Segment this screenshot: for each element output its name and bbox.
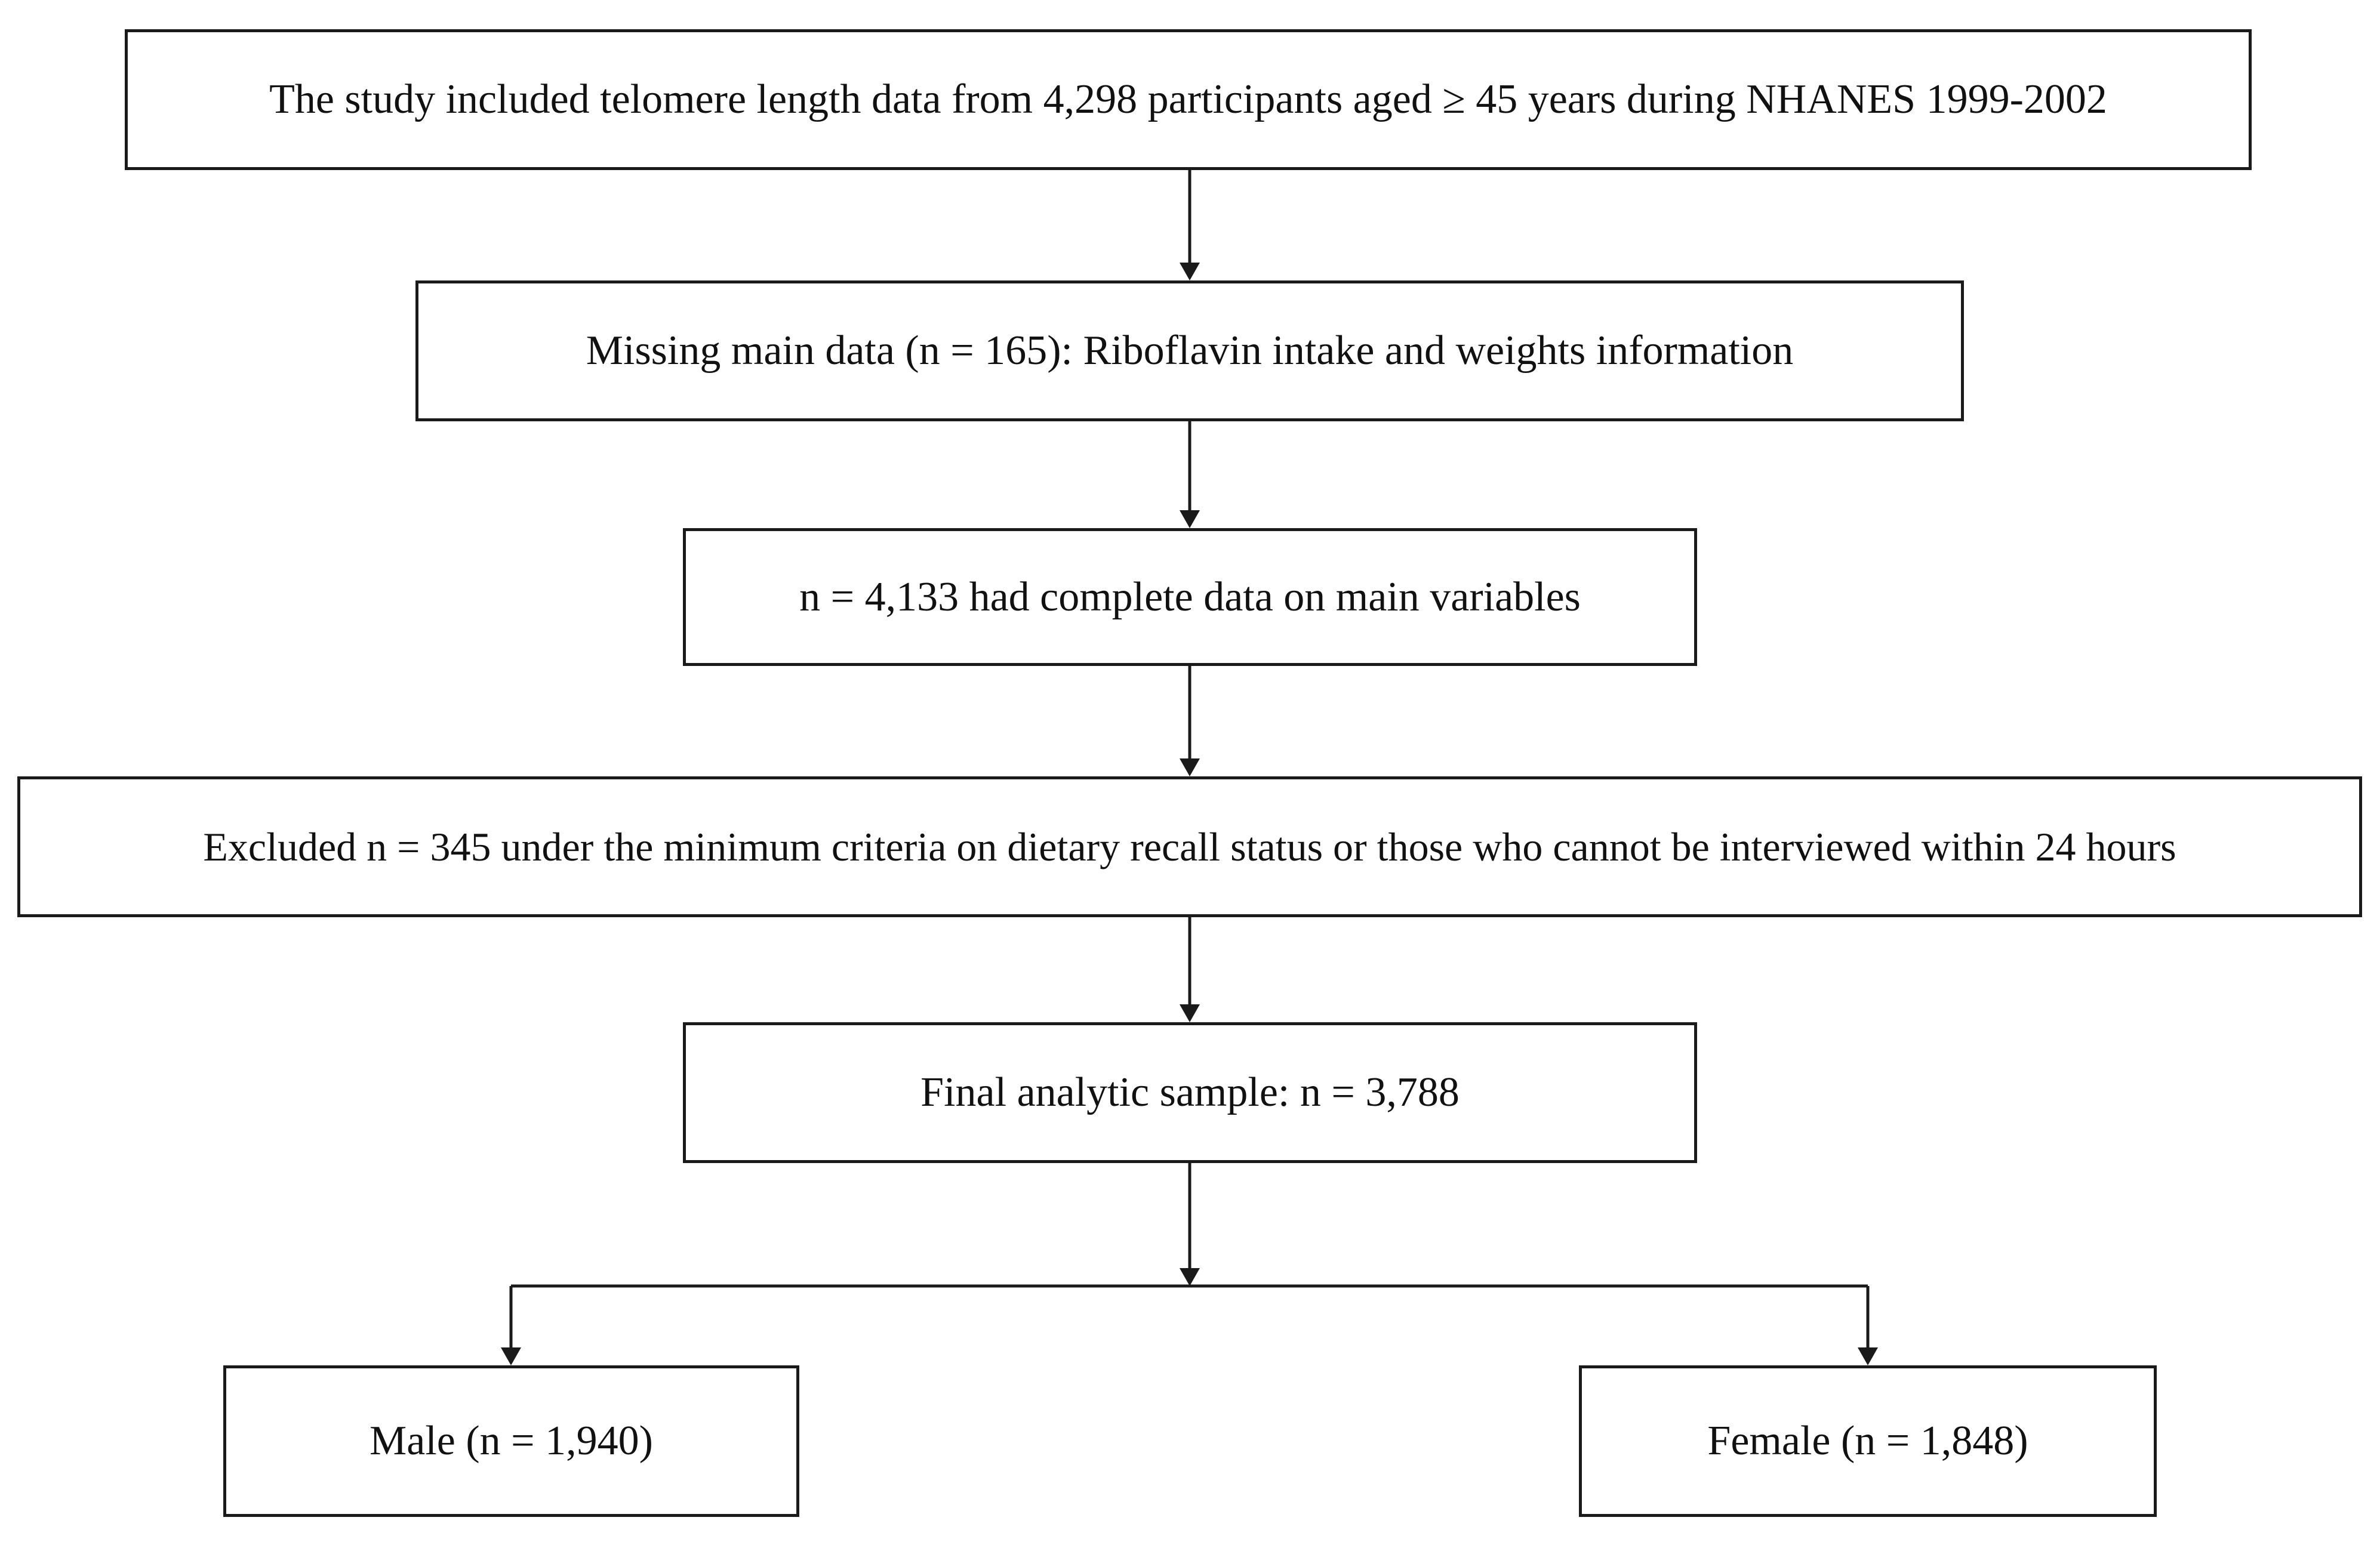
arrowhead-complete-to-excluded (1180, 758, 1200, 776)
excluded-box: Excluded n = 345 under the minimum crite… (17, 776, 2362, 917)
final-sample-text: Final analytic sample: n = 3,788 (920, 1069, 1460, 1115)
arrowhead-split-to-male (501, 1347, 521, 1365)
study-included-text: The study included telomere length data … (269, 76, 2107, 122)
female-text: Female (n = 1,848) (1707, 1418, 2028, 1464)
final-sample-box: Final analytic sample: n = 3,788 (683, 1022, 1697, 1163)
arrowhead-split-to-female (1858, 1347, 1878, 1365)
missing-data-text: Missing main data (n = 165): Riboflavin … (586, 328, 1794, 374)
missing-data-box: Missing main data (n = 165): Riboflavin … (415, 280, 1964, 421)
complete-data-text: n = 4,133 had complete data on main vari… (799, 573, 1581, 620)
excluded-text: Excluded n = 345 under the minimum crite… (203, 824, 2176, 869)
arrowhead-excluded-to-final (1180, 1004, 1200, 1022)
male-text: Male (n = 1,940) (370, 1418, 653, 1464)
study-included-box: The study included telomere length data … (125, 29, 2252, 170)
male-box: Male (n = 1,940) (223, 1365, 799, 1517)
arrowhead-missing-to-complete (1180, 510, 1200, 528)
arrowhead-final-to-split (1180, 1268, 1200, 1286)
arrowhead-study-to-missing (1180, 263, 1200, 280)
complete-data-box: n = 4,133 had complete data on main vari… (683, 528, 1697, 666)
female-box: Female (n = 1,848) (1579, 1365, 2157, 1517)
